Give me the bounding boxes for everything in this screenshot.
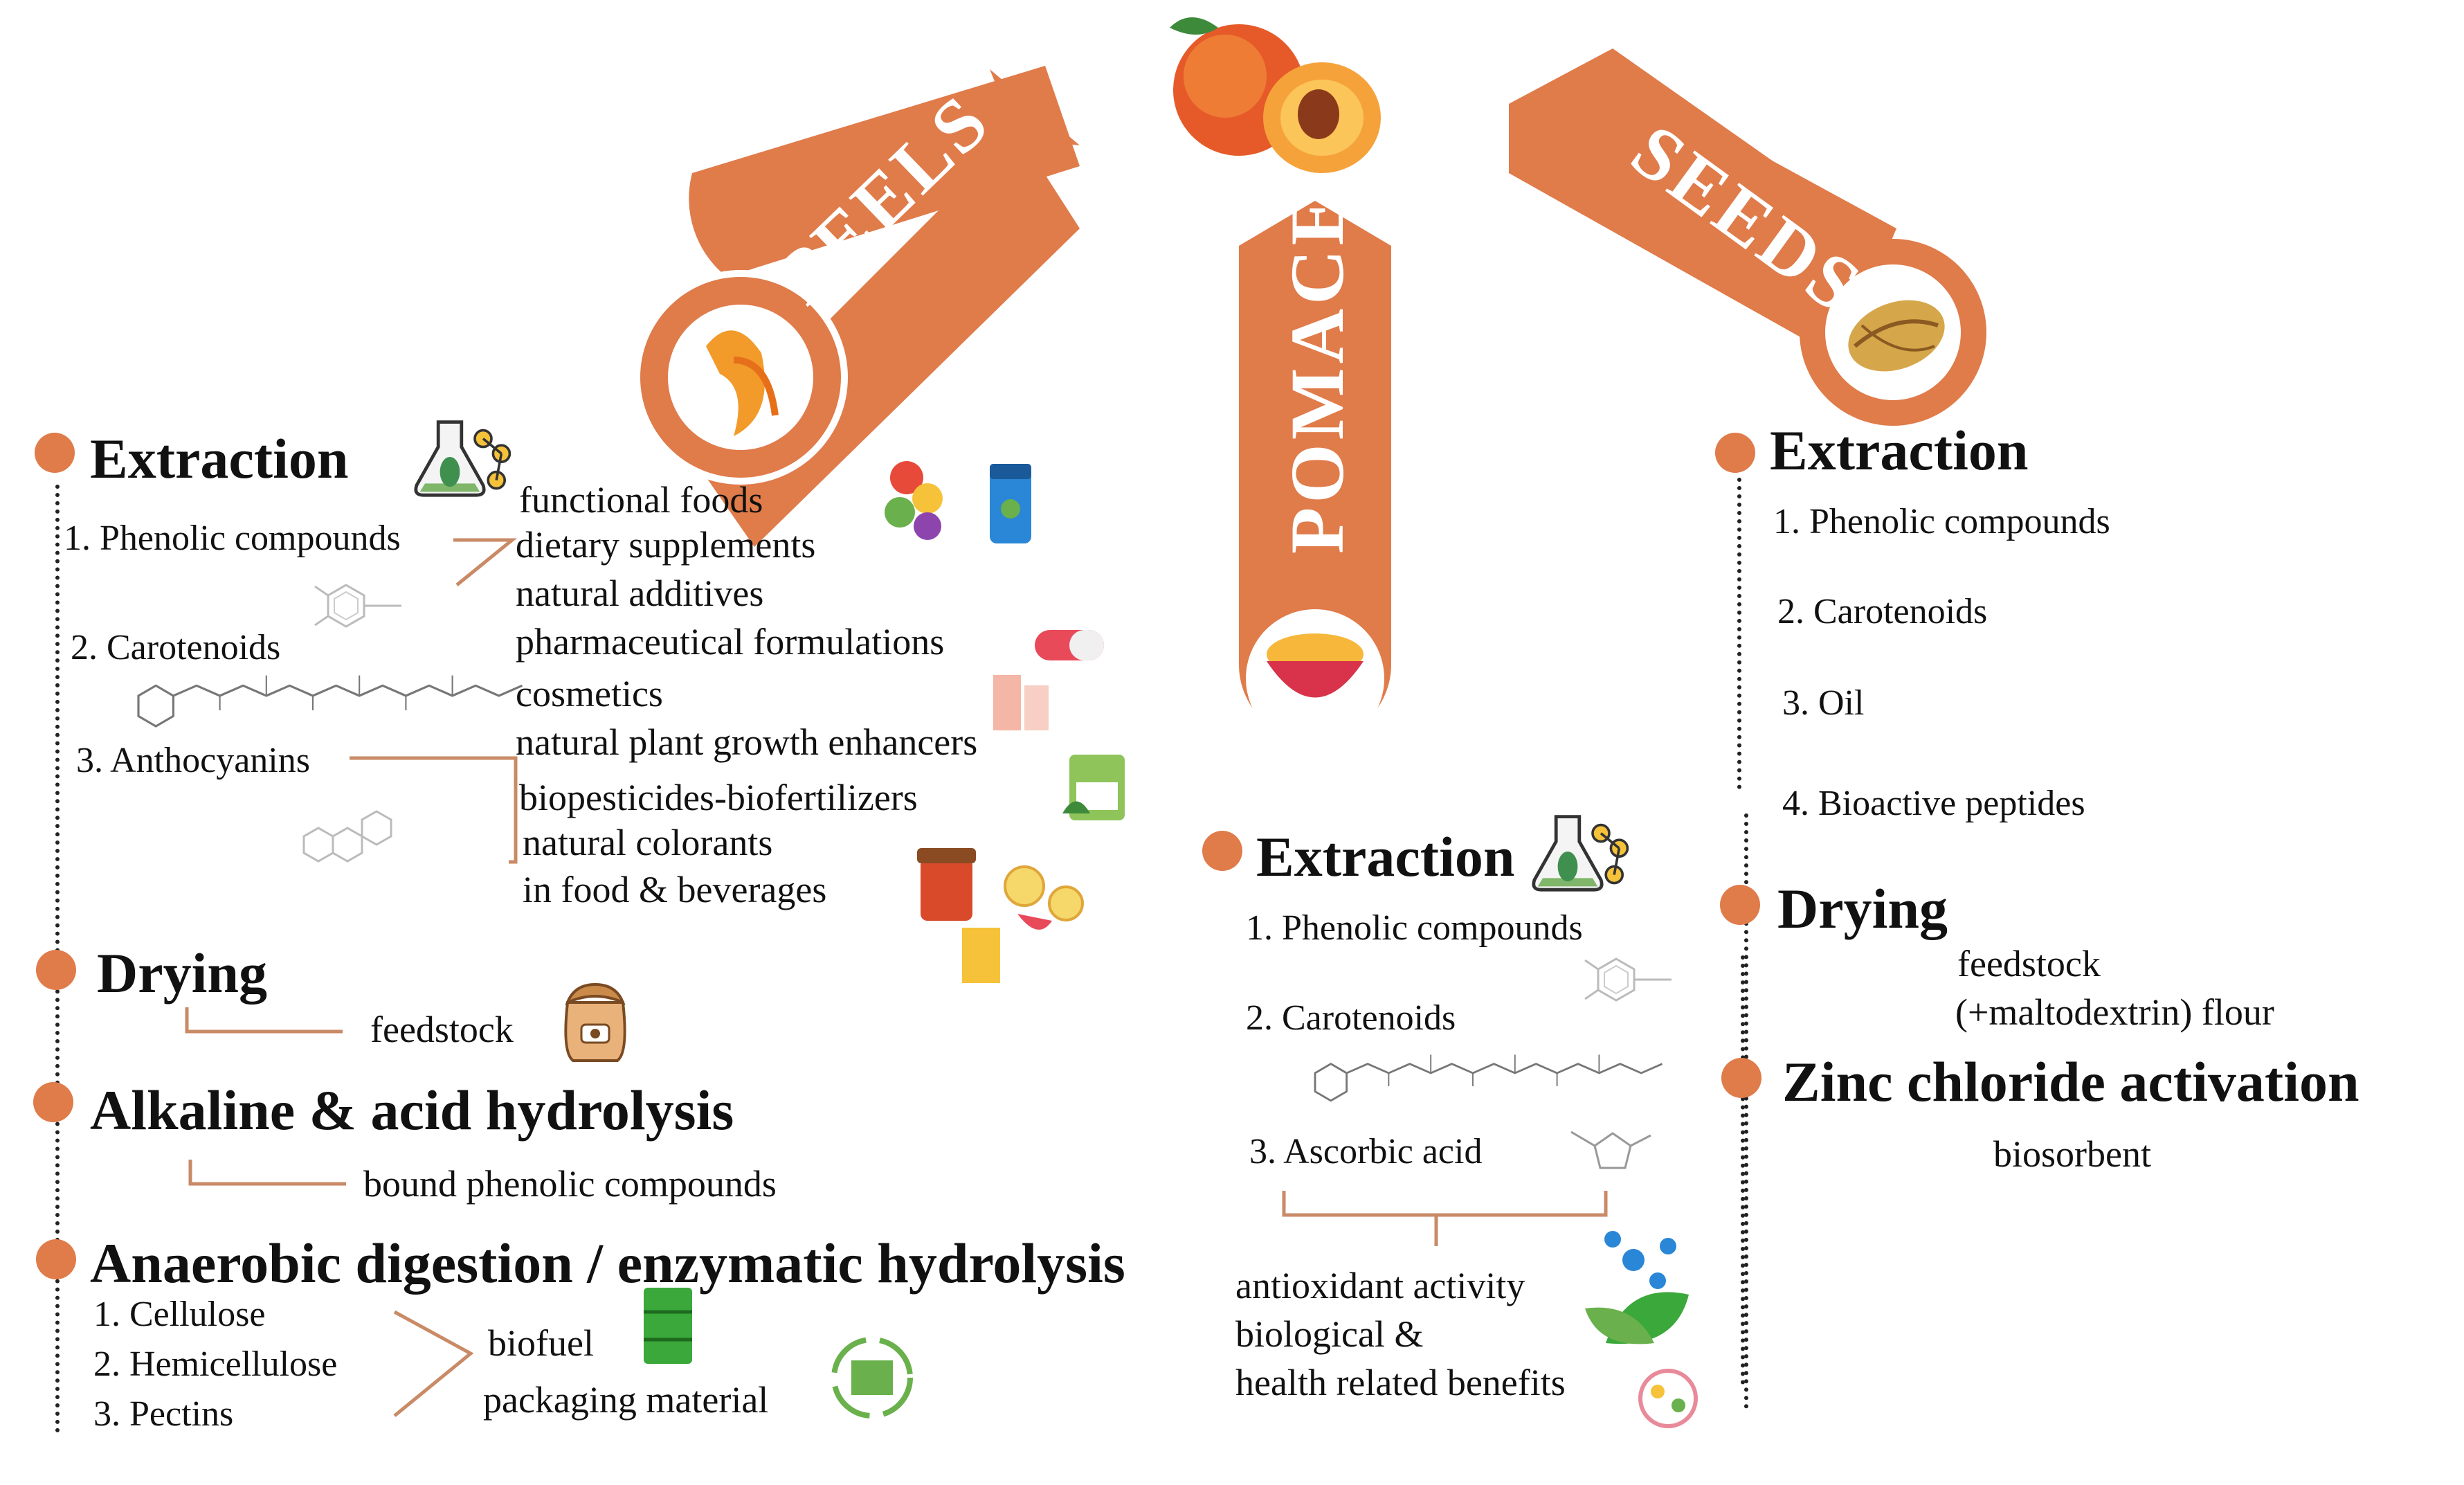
peels-digestion-title: Anaerobic digestion / enzymatic hydrolys… [90, 1232, 1125, 1295]
seeds-zinc-bullet [1721, 1058, 1761, 1098]
peels-use-9: in food & beverages [523, 869, 827, 910]
seeds-drying-product-2: (+maltodextrin) flour [1955, 991, 2274, 1033]
pomace-extraction-title: Extraction [1256, 825, 1515, 888]
peach-seed-icon [1848, 300, 1945, 372]
juice-icon [962, 865, 1084, 983]
biofuel-barrel-icon [644, 1288, 692, 1364]
carotenoid-structure-icon [1314, 1053, 1664, 1102]
phenol-structure-icon [1584, 957, 1673, 1002]
seeds-zinc-product: biosorbent [1993, 1133, 2151, 1175]
health-icon [1638, 1369, 1698, 1428]
peels-extraction-bullet [35, 433, 75, 473]
pomace-benefit-2: biological & [1235, 1313, 1424, 1355]
peels-use-5: cosmetics [516, 673, 663, 714]
ascorbic-structure-icon [1570, 1131, 1651, 1169]
peels-use-4: pharmaceutical formulations [516, 621, 945, 663]
orange-peel-icon [706, 330, 779, 436]
seeds-extraction-title: Extraction [1770, 419, 2029, 482]
pomace-benefit-3: health related benefits [1235, 1362, 1566, 1403]
peels-drying-product: feedstock [370, 1009, 514, 1050]
peels-digestion-item-2: 2. Hemicellulose [93, 1344, 338, 1384]
seeds-item-2: 2. Carotenoids [1777, 592, 1988, 631]
seeds-extraction-bullet [1715, 433, 1755, 473]
pomace-benefit-1: antioxidant activity [1235, 1265, 1525, 1306]
pomace-item-2: 2. Carotenoids [1246, 998, 1456, 1038]
peels-extraction-title: Extraction [90, 427, 349, 490]
carotenoid-structure-icon [137, 674, 523, 728]
seeds-timeline-lower [1741, 955, 1745, 1385]
pomace-item-3: 3. Ascorbic acid [1249, 1132, 1483, 1171]
peels-use-8: natural colorants [523, 822, 773, 863]
peels-item-3: 3. Anthocyanins [76, 741, 310, 780]
peels-drying-title: Drying [97, 942, 267, 1005]
peels-digestion-product-1: biofuel [488, 1322, 594, 1364]
molecule-leaf-icon [1585, 1231, 1689, 1344]
peels-use-2: dietary supplements [516, 524, 816, 566]
flask-leaf-icon [416, 422, 510, 496]
fertilizer-icon [1062, 755, 1125, 820]
cosmetics-icon [993, 675, 1049, 730]
flask-leaf-icon [1534, 817, 1628, 890]
recycle-box-icon [831, 1337, 913, 1419]
seeds-drying-title: Drying [1777, 877, 1948, 940]
peels-digestion-item-3: 3. Pectins [93, 1394, 234, 1434]
feedstock-sack-icon [564, 983, 626, 1062]
peels-drying-bullet [36, 950, 76, 990]
supplements-icon [885, 461, 1031, 543]
puree-bowl-icon [1267, 633, 1364, 698]
peels-digestion-product-2: packaging material [483, 1379, 769, 1421]
peach-icon [1170, 17, 1381, 173]
peels-hydrolysis-title: Alkaline & acid hydrolysis [90, 1079, 734, 1142]
capsule-icon [1035, 630, 1104, 660]
peels-use-1: functional foods [519, 479, 763, 521]
peels-use-6: natural plant growth enhancers [516, 721, 978, 763]
pomace-ribbon-label: POMACE [1275, 190, 1359, 554]
seeds-item-4: 4. Bioactive peptides [1782, 784, 2085, 823]
seeds-zinc-title: Zinc chloride activation [1782, 1050, 2359, 1113]
peels-hydrolysis-bullet [33, 1082, 73, 1122]
seeds-timeline [1737, 478, 1741, 789]
phenol-structure-icon [314, 584, 403, 628]
anthocyanin-structure-icon [302, 810, 392, 863]
pomace-extraction-bullet [1202, 831, 1242, 871]
peels-digestion-item-1: 1. Cellulose [93, 1295, 266, 1334]
peels-hydrolysis-product: bound phenolic compounds [363, 1163, 777, 1205]
peels-item-2: 2. Carotenoids [71, 628, 281, 667]
pomace-timeline [1744, 813, 1748, 1409]
seeds-drying-product-1: feedstock [1957, 943, 2101, 984]
seeds-drying-bullet [1720, 885, 1760, 925]
peels-use-3: natural additives [516, 573, 764, 614]
peels-item-1: 1. Phenolic compounds [64, 519, 401, 558]
seeds-item-1: 1. Phenolic compounds [1773, 502, 2110, 541]
peels-digestion-bullet [36, 1239, 76, 1279]
jam-jar-icon [917, 848, 976, 921]
seeds-item-3: 3. Oil [1782, 683, 1865, 723]
pomace-item-1: 1. Phenolic compounds [1246, 908, 1583, 948]
peels-use-7: biopesticides-biofertilizers [519, 777, 918, 818]
